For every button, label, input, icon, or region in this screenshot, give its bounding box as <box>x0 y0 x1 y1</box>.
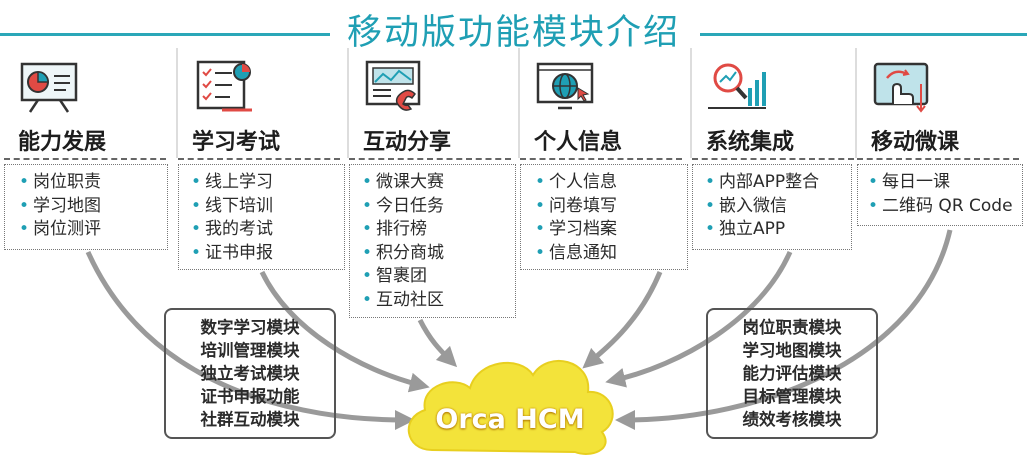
feature-list-interactive-sharing: •微课大赛 •今日任务 •排行榜 •积分商城 •智裹团 •互动社区 <box>349 164 516 318</box>
module-box-left: 数字学习模块 培训管理模块 独立考试模块 证书申报功能 社群互动模块 <box>164 308 336 439</box>
list-item: •积分商城 <box>362 242 445 263</box>
newspaper-phone-icon <box>365 60 421 111</box>
list-item: •二维码 QR Code <box>868 195 1013 216</box>
dashed-divider <box>4 158 166 160</box>
list-item: •智裹团 <box>362 266 428 286</box>
module-item: 独立考试模块 <box>200 364 300 383</box>
connector-arrow <box>85 250 415 430</box>
connector-arrow <box>605 250 793 388</box>
list-item: •每日一课 <box>868 172 951 192</box>
feature-list-ability-development: •岗位职责 •学习地图 •岗位测评 <box>4 164 168 250</box>
connector-arrow <box>615 229 953 430</box>
list-item: •嵌入微信 <box>705 195 788 216</box>
column-heading: 学习考试 <box>192 130 281 155</box>
feature-list-study-exam: •线上学习 •线下培训 •我的考试 •证书申报 <box>178 164 345 270</box>
list-item: •学习地图 <box>19 195 102 216</box>
dashed-divider <box>692 158 854 160</box>
column-divider <box>347 48 349 158</box>
module-box-right: 岗位职责模块 学习地图模块 能力评估模块 目标管理模块 绩效考核模块 <box>706 308 878 439</box>
dashed-divider <box>520 158 682 160</box>
list-item: •今日任务 <box>362 195 445 216</box>
module-item: 目标管理模块 <box>742 387 842 406</box>
column-heading: 能力发展 <box>18 130 107 155</box>
center-label: Orca HCM <box>435 404 585 435</box>
globe-monitor-icon <box>536 62 594 110</box>
column-heading: 移动微课 <box>871 130 960 155</box>
connector-arrow <box>259 270 430 393</box>
column-divider <box>518 48 520 158</box>
column-divider <box>176 48 178 158</box>
page-title: 移动版功能模块介绍 <box>346 13 680 53</box>
list-item: •信息通知 <box>535 242 618 263</box>
column-heading: 互动分享 <box>363 130 452 155</box>
title-rule-left <box>0 33 330 36</box>
feature-list-mobile-microlessons: •每日一课 •二维码 QR Code <box>857 164 1023 226</box>
tablet-touch-icon <box>873 62 929 113</box>
module-item: 能力评估模块 <box>742 364 842 383</box>
dashed-divider <box>178 158 340 160</box>
connector-arrow <box>417 318 458 368</box>
module-item: 绩效考核模块 <box>742 410 842 429</box>
list-item: •内部APP整合 <box>705 172 820 192</box>
feature-list-system-integration: •内部APP整合 •嵌入微信 •独立APP <box>692 164 852 250</box>
list-item: •独立APP <box>705 219 786 239</box>
module-item: 学习地图模块 <box>742 341 842 360</box>
checklist-pencil-icon <box>196 60 252 112</box>
list-item: •排行榜 <box>362 219 428 239</box>
dashed-divider <box>857 158 1019 160</box>
list-item: •互动社区 <box>362 289 445 310</box>
list-item: •岗位测评 <box>19 219 102 239</box>
column-heading: 系统集成 <box>706 130 795 155</box>
magnifier-growth-icon <box>708 63 766 109</box>
module-item: 证书申报功能 <box>200 387 300 406</box>
list-item: •线下培训 <box>191 195 274 216</box>
dashed-divider <box>349 158 511 160</box>
list-item: •线上学习 <box>191 172 274 192</box>
presentation-chart-icon <box>20 62 78 113</box>
list-item: •问卷填写 <box>535 195 618 216</box>
list-item: •岗位职责 <box>19 172 102 192</box>
list-item: •学习档案 <box>535 219 618 239</box>
module-item: 岗位职责模块 <box>742 318 842 337</box>
list-item: •个人信息 <box>535 172 618 192</box>
list-item: •我的考试 <box>191 219 274 239</box>
list-item: •微课大赛 <box>362 172 445 192</box>
module-item: 培训管理模块 <box>200 341 300 360</box>
list-item: •证书申报 <box>191 242 274 263</box>
cloud-shape <box>407 359 614 455</box>
module-item: 数字学习模块 <box>200 318 300 337</box>
column-heading: 个人信息 <box>534 130 623 155</box>
title-rule-right <box>700 33 1027 36</box>
column-divider <box>855 48 857 158</box>
module-item: 社群互动模块 <box>200 410 300 429</box>
feature-list-personal-info: •个人信息 •问卷填写 •学习档案 •信息通知 <box>520 164 688 270</box>
connector-arrow <box>582 271 663 369</box>
column-divider <box>690 48 692 158</box>
